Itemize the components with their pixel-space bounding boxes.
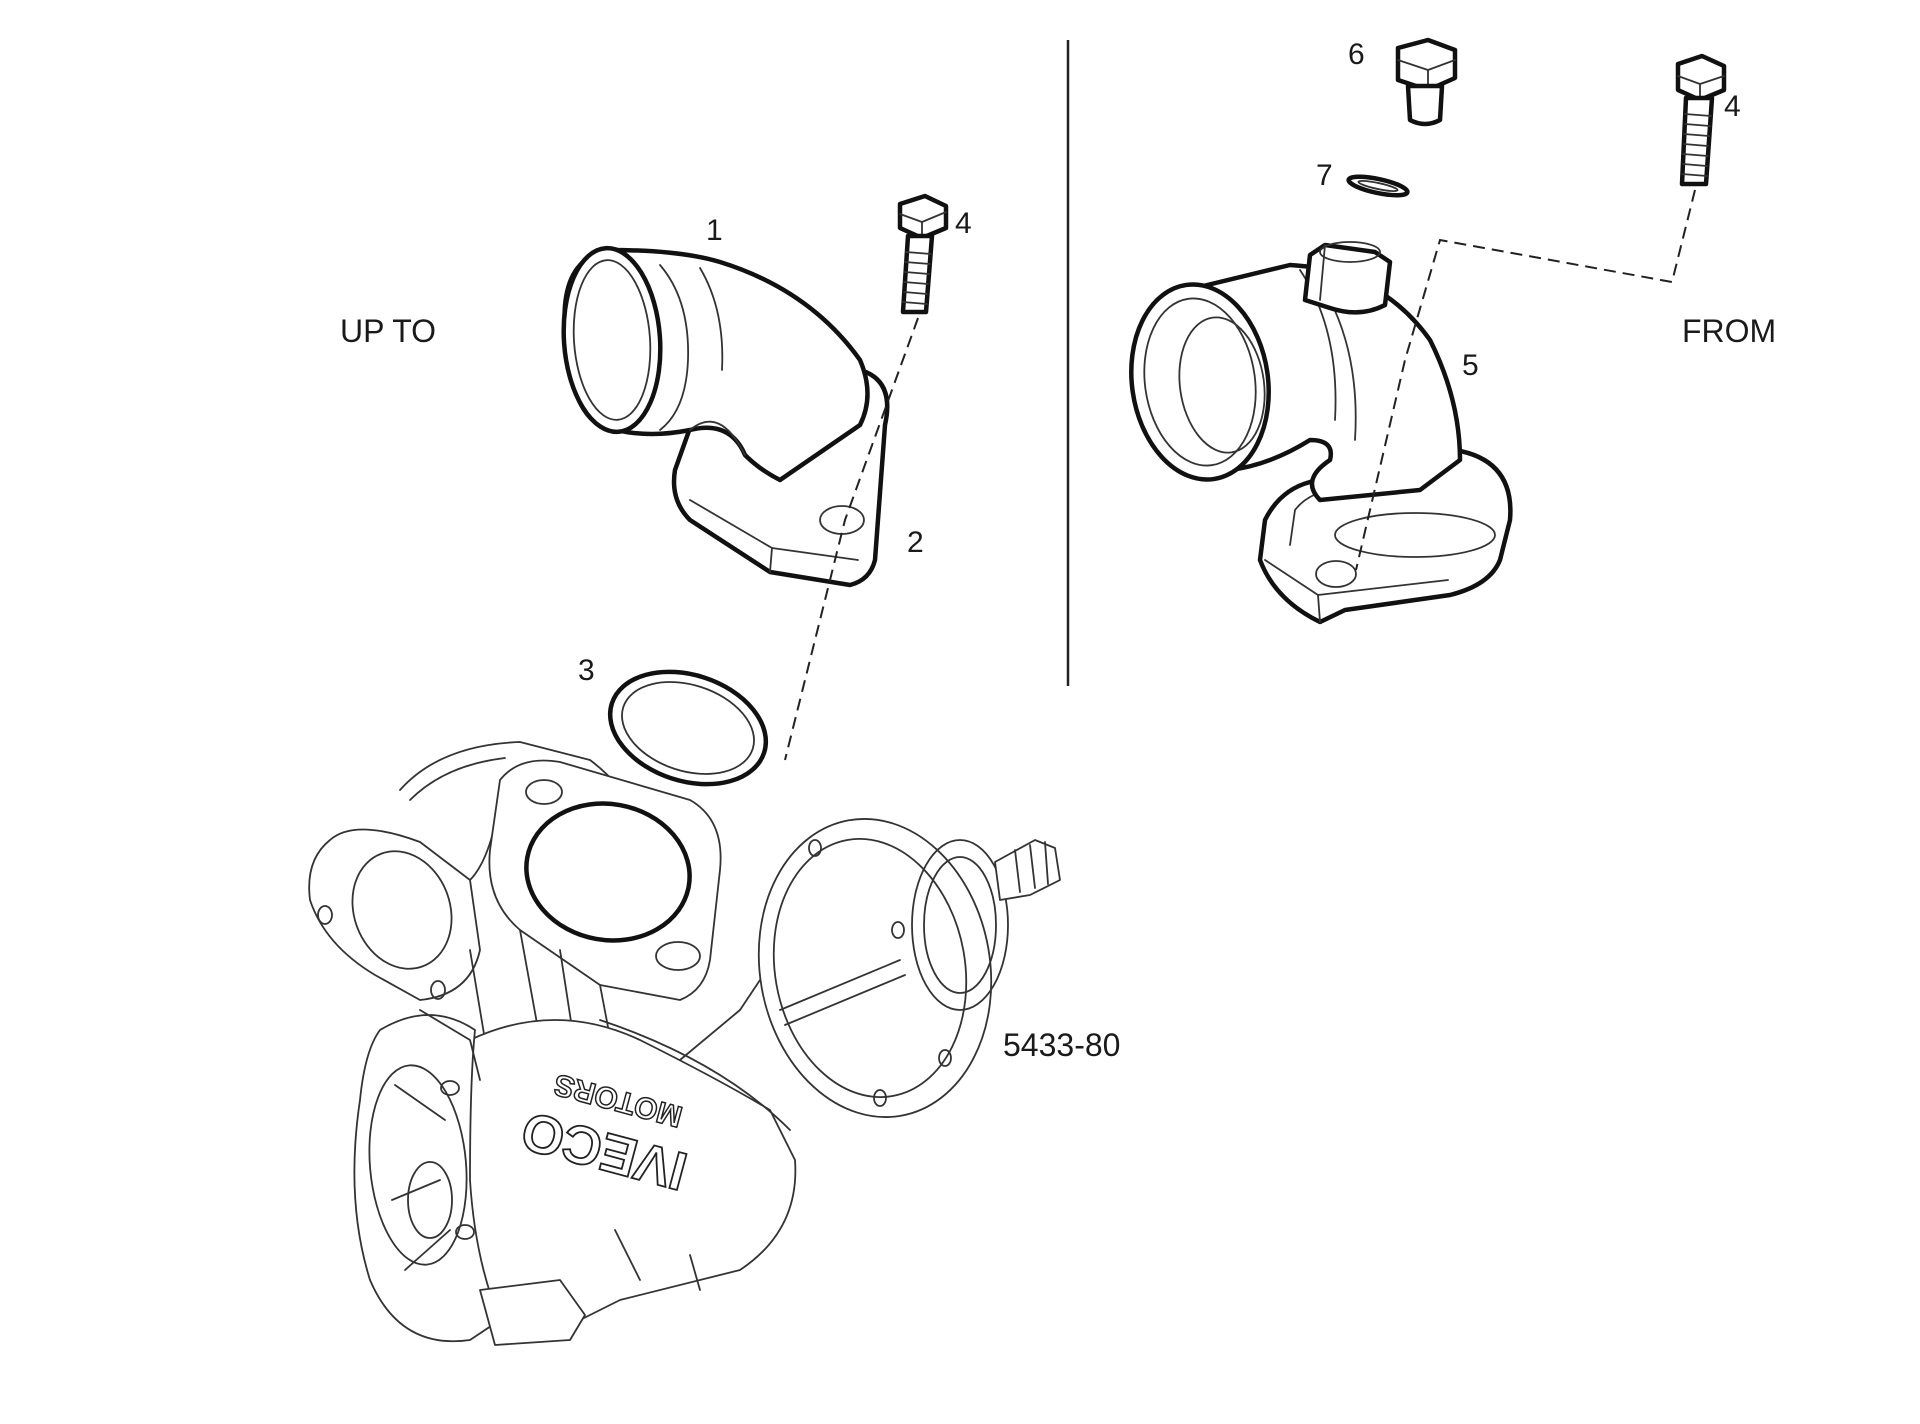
caption-from: FROM: [1682, 313, 1776, 349]
o-ring-part-3: [607, 669, 769, 787]
callout-part-6: 6: [1348, 38, 1365, 71]
elbow-pipe-part-1: [561, 245, 890, 588]
callout-part-2: 2: [907, 526, 924, 559]
callout-part-7: 7: [1316, 159, 1333, 192]
washer-part-7: [1346, 174, 1410, 198]
assembly-line-left: [784, 317, 919, 761]
callout-part-4-left: 4: [955, 207, 972, 240]
water-pump-housing: [308, 741, 1061, 1346]
bolt-part-4-left: [897, 193, 949, 315]
callout-part-4-right: 4: [1724, 90, 1741, 123]
assembly-line-right: [1355, 189, 1696, 571]
elbow-pipe-part-5: [1129, 241, 1513, 625]
callout-part-5: 5: [1462, 349, 1479, 382]
callout-part-1: 1: [706, 214, 723, 247]
callout-part-3: 3: [578, 654, 595, 687]
bolt-part-4-right: [1675, 53, 1727, 187]
caption-up-to: UP TO: [340, 313, 436, 349]
plug-bolt-part-6: [1395, 37, 1458, 127]
figure-code: 5433-80: [1003, 1027, 1120, 1063]
